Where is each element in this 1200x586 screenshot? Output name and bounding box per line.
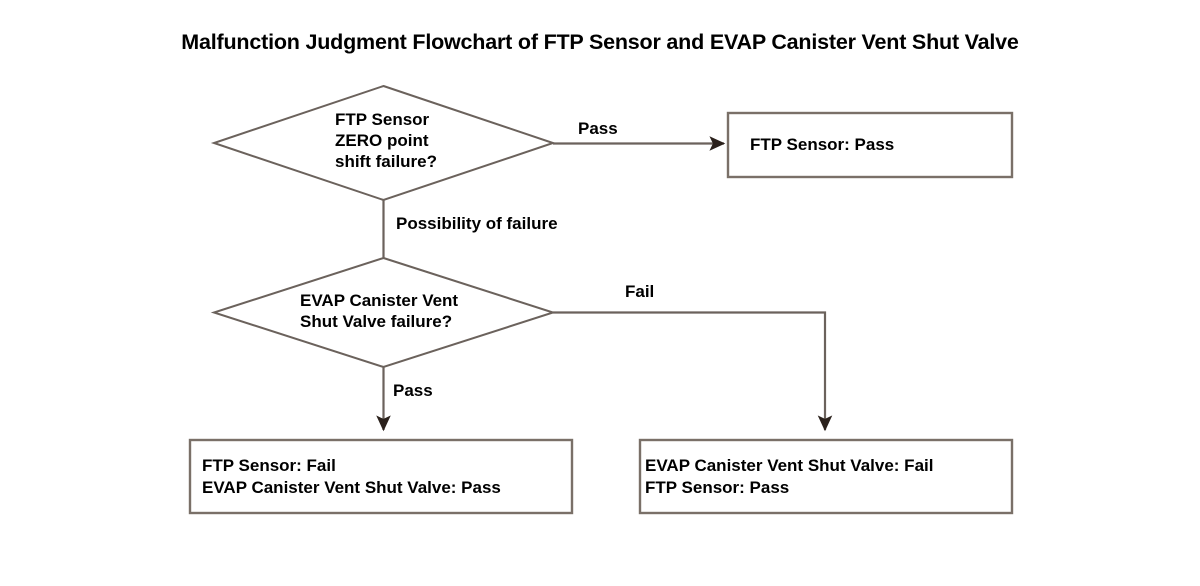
result-evap-fail-label: EVAP Canister Vent Shut Valve: Fail FTP … (645, 455, 933, 499)
result-ftp-pass-label: FTP Sensor: Pass (750, 134, 894, 156)
edge-label-evap-fail: Fail (625, 282, 655, 301)
decision-ftp-zero-line3: shift failure? (335, 152, 438, 171)
result-evap-fail-line1: EVAP Canister Vent Shut Valve: Fail (645, 456, 934, 475)
result-ftp-fail-line2: EVAP Canister Vent Shut Valve: Pass (202, 478, 501, 497)
edge-label-evap-pass: Pass (393, 381, 433, 400)
result-ftp-fail-label: FTP Sensor: Fail EVAP Canister Vent Shut… (202, 455, 501, 499)
page-title: Malfunction Judgment Flowchart of FTP Se… (181, 30, 1019, 54)
result-evap-fail-line2: FTP Sensor: Pass (645, 478, 790, 497)
decision-ftp-zero-label: FTP Sensor ZERO point shift failure? (335, 109, 437, 172)
result-ftp-pass-line1: FTP Sensor: Pass (750, 135, 895, 154)
decision-ftp-zero-line1: FTP Sensor (335, 110, 430, 129)
result-ftp-fail-line1: FTP Sensor: Fail (202, 456, 336, 475)
decision-ftp-zero-line2: ZERO point (335, 131, 429, 150)
edge-evap-fail-arrow (553, 311, 833, 432)
decision-evap-valve-line2: Shut Valve failure? (300, 312, 453, 331)
edge-label-ftp-pass: Pass (578, 119, 618, 138)
decision-evap-valve-line1: EVAP Canister Vent (300, 291, 459, 310)
decision-evap-valve-label: EVAP Canister Vent Shut Valve failure? (300, 290, 458, 332)
edge-label-possibility-of-failure: Possibility of failure (396, 214, 558, 233)
